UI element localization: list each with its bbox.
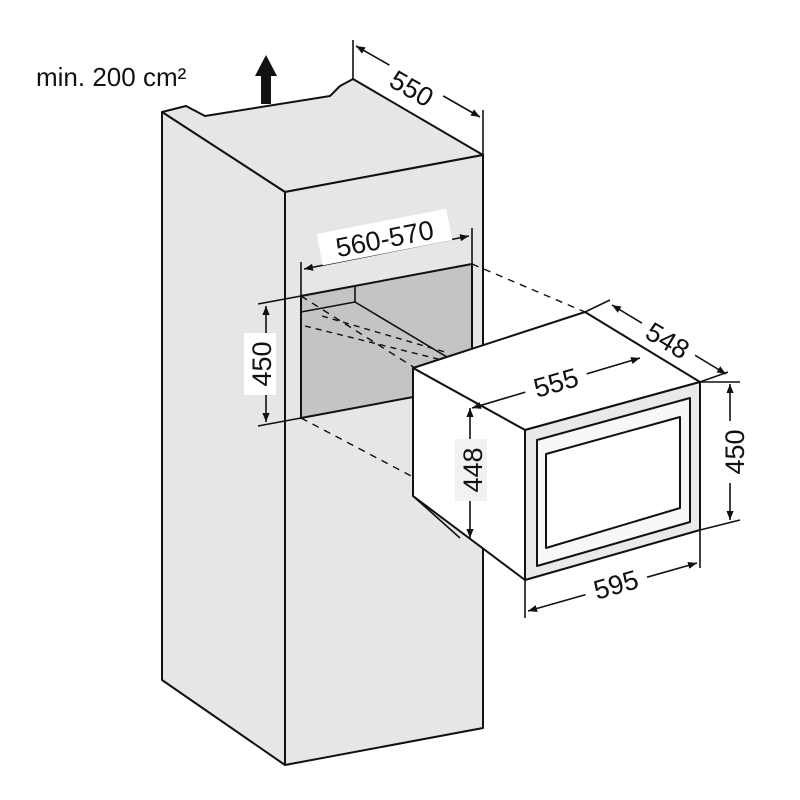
label-appliance-body-height: 448	[458, 447, 488, 492]
niche-inner-edge	[300, 285, 356, 302]
label-appliance-body-width-group: 555	[520, 356, 591, 406]
label-front-width-group: 595	[580, 558, 651, 608]
ventilation-note: min. 200 cm²	[36, 62, 187, 92]
label-niche-height: 450	[247, 341, 277, 386]
cabinet-side	[161, 111, 286, 766]
appliance-window	[545, 416, 681, 549]
label-front-height-group: 450	[717, 421, 750, 483]
label-appliance-body-height-group: 448	[455, 439, 488, 501]
label-front-height: 450	[720, 429, 750, 474]
label-niche-height-group: 450	[244, 333, 277, 395]
ventilation-arrow-icon	[255, 55, 277, 104]
label-front-width: 595	[590, 564, 642, 605]
